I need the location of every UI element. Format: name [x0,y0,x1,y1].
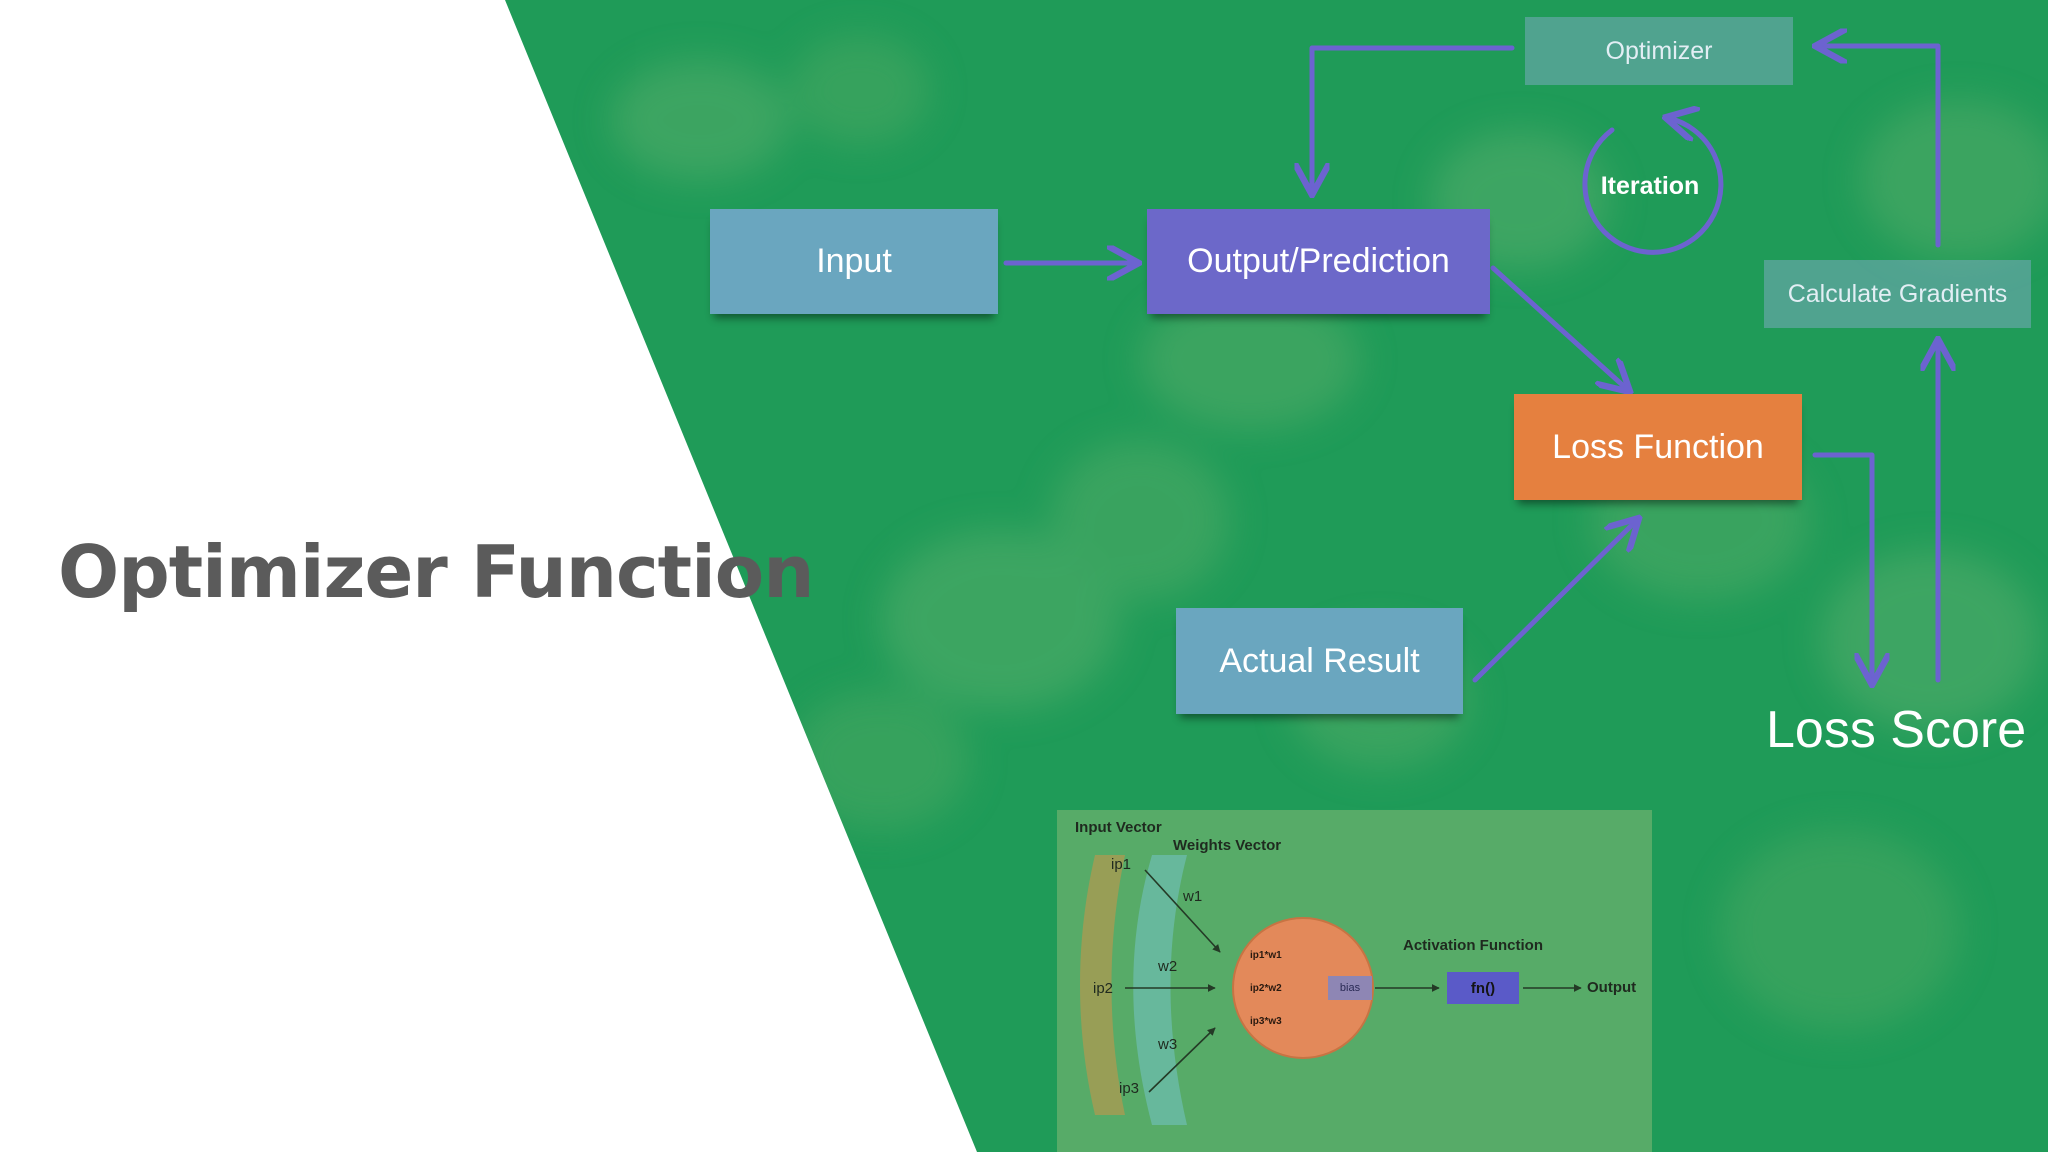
actual-node-label: Actual Result [1219,641,1420,680]
optimizer-node: Optimizer [1525,17,1793,85]
input-node: Input [710,209,998,314]
arrow-gradients-to-optimizer [1818,46,1941,248]
iteration-label: Iteration [1600,172,1700,200]
weight-w1: w1 [1183,888,1203,905]
weight-w2: w2 [1158,958,1178,975]
arrow-loss-to-score [1812,452,1872,682]
arrow-output-to-loss [1490,265,1628,390]
calculate-gradients-node: Calculate Gradients [1764,260,2031,328]
optimizer-node-label: Optimizer [1605,36,1713,65]
input-node-label: Input [816,242,892,280]
product-ip3-w3: ip3*w3 [1250,1016,1282,1027]
actual-result-node: Actual Result [1176,608,1463,714]
input-vector-label: Input Vector [1075,819,1162,836]
neuron-output-label: Output [1587,979,1637,996]
bias-box: bias [1328,976,1372,1000]
input-vector-band [1080,855,1125,1115]
loss-function-node: Loss Function [1514,394,1802,500]
weights-vector-label: Weights Vector [1173,837,1282,854]
neuron-inset-shapes [1080,855,1582,1125]
iteration-loop-arrow [1582,118,1724,255]
input-ip2: ip2 [1093,980,1114,997]
activation-function-label: Activation Function [1403,937,1543,954]
gradients-node-label: Calculate Gradients [1787,279,2008,308]
bias-label: bias [1339,982,1361,994]
neuron-inset-diagram: Input Vector Weights Vector ip1 ip2 ip3 … [1057,810,1652,1152]
output-node-label: Output/Prediction [1187,242,1450,280]
arrow-actual-to-loss [1472,520,1637,683]
weights-vector-band [1133,855,1187,1125]
activation-fn-label: fn() [1470,979,1496,997]
product-ip2-w2: ip2*w2 [1250,983,1282,994]
product-ip1-w1: ip1*w1 [1250,950,1282,961]
input-ip3: ip3 [1119,1080,1140,1097]
output-prediction-node: Output/Prediction [1147,209,1490,314]
neuron-circle [1232,917,1374,1059]
weight-w3: w3 [1158,1036,1178,1053]
loss-node-label: Loss Function [1552,427,1764,466]
slide-title: Optimizer Function [58,530,814,614]
arrow-optimizer-to-output [1312,45,1515,192]
loss-score-label: Loss Score [1766,701,2027,759]
input-ip1: ip1 [1111,856,1132,873]
activation-fn-box: fn() [1447,972,1519,1004]
